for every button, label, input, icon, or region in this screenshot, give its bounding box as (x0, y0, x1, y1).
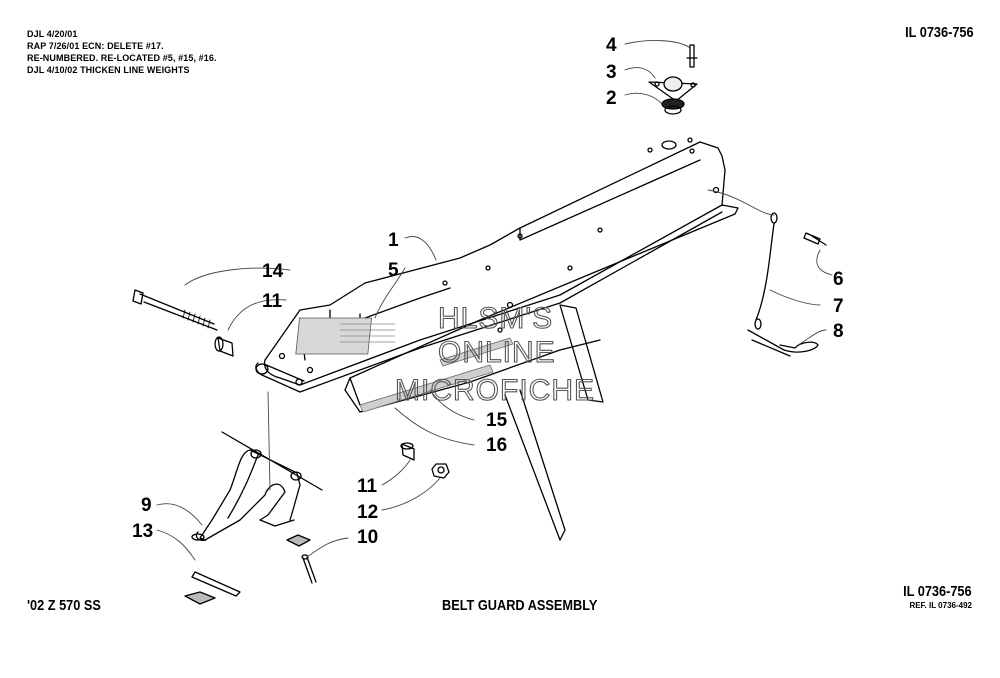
plunger-part-10 (286, 534, 317, 584)
damper-part-3 (648, 76, 698, 102)
bushing-part-11-left (214, 336, 234, 357)
revision-note-2: RAP 7/26/01 ECN: DELETE #17. (27, 41, 164, 51)
bracket-part-9 (195, 431, 323, 542)
callout-11-top: 11 (262, 291, 283, 312)
watermark-line-3: MICROFICHE (395, 374, 595, 407)
callout-5: 5 (388, 260, 399, 281)
reference-sub-number: REF. IL 0736-492 (909, 601, 972, 610)
reference-number-bottom: IL 0736-756 (903, 583, 972, 600)
diagram-title: BELT GUARD ASSEMBLY (442, 597, 598, 614)
bolt-part-14 (132, 289, 218, 331)
callout-14: 14 (262, 261, 284, 282)
callout-9: 9 (141, 495, 152, 516)
watermark: HLSM'S ONLINE MICROFICHE (394, 301, 595, 407)
callout-3: 3 (606, 62, 617, 83)
revision-note-3: RE-NUMBERED. RE-LOCATED #5, #15, #16. (27, 53, 217, 63)
revision-note-4: DJL 4/10/02 THICKEN LINE WEIGHTS (27, 65, 190, 75)
hitch-pin-part-8 (747, 329, 819, 357)
callout-13: 13 (132, 521, 153, 542)
rubber-part-2 (661, 98, 685, 150)
callout-2: 2 (606, 88, 617, 109)
pin-part-6 (803, 232, 827, 246)
callout-8: 8 (833, 321, 844, 342)
reference-number-top: IL 0736-756 (905, 24, 974, 41)
callout-1: 1 (388, 230, 399, 251)
callout-10: 10 (357, 527, 378, 548)
watermark-line-2: ONLINE (438, 336, 556, 369)
rivet-part-4 (686, 44, 698, 154)
lanyard-part-7 (754, 212, 778, 330)
callout-11-bottom: 11 (357, 476, 378, 497)
nut-part-12 (431, 463, 450, 479)
callout-12: 12 (357, 502, 378, 523)
belt-guard-body (255, 137, 739, 541)
callout-7: 7 (833, 296, 844, 317)
model-label: '02 Z 570 SS (27, 597, 101, 614)
callout-4: 4 (606, 35, 617, 56)
plate-part-13 (184, 533, 241, 605)
callout-16: 16 (486, 435, 507, 456)
callout-6: 6 (833, 269, 844, 290)
revision-note-1: DJL 4/20/01 (27, 29, 78, 39)
callout-15: 15 (486, 410, 508, 431)
watermark-line-1: HLSM'S (438, 302, 553, 335)
bushing-part-11-right (400, 442, 415, 461)
